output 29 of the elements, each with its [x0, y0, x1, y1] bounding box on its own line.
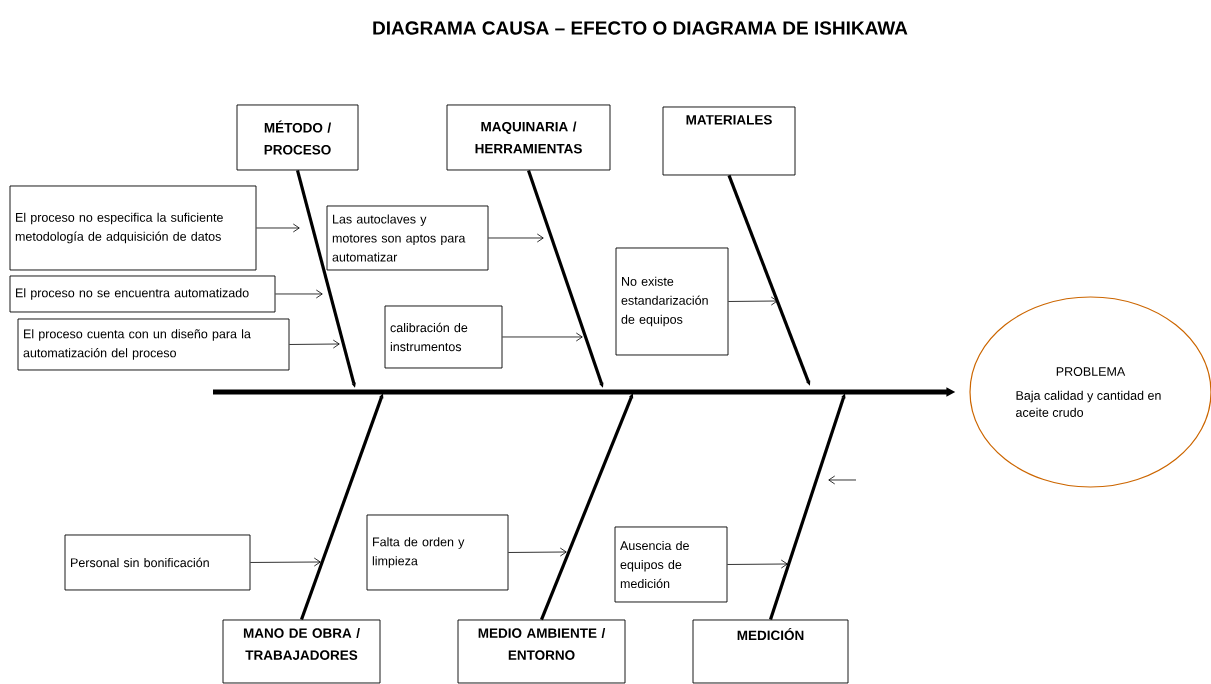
cause-arrow — [728, 296, 778, 306]
cause-arrow — [256, 223, 300, 233]
category-box: MÉTODO / PROCESO — [236, 104, 359, 171]
cause-box: El proceso no se encuentra automatizado — [9, 275, 276, 313]
bone-arrow — [540, 393, 634, 621]
cause-arrow — [502, 332, 583, 342]
category-box: MANO DE OBRA / TRABAJADORES — [222, 619, 381, 684]
bone-arrow — [727, 174, 811, 386]
cause-box: Ausencia de equipos de medición — [614, 526, 728, 603]
cause-box: calibración de instrumentos — [384, 305, 503, 369]
cause-box: El proceso no especifica la suficiente metodología de adquisición de datos — [9, 185, 257, 271]
cause-arrow — [289, 339, 340, 349]
cause-arrow — [275, 289, 323, 299]
category-box: MATERIALES — [662, 106, 796, 176]
cause-box: Falta de orden y limpieza — [366, 514, 509, 591]
bone-arrow — [300, 393, 384, 621]
cause-arrow — [250, 557, 321, 567]
cause-box: No existe estandarización de equipos — [615, 247, 729, 356]
cause-box: El proceso cuenta con un diseño para la automatización del proceso — [17, 318, 290, 371]
cause-arrow — [508, 547, 567, 557]
cause-box: Las autoclaves y motores son aptos para automatizar — [326, 205, 489, 271]
bone-arrow — [769, 393, 846, 621]
category-box: MAQUINARIA / HERRAMIENTAS — [446, 104, 611, 171]
cause-arrow — [488, 233, 544, 243]
category-box: MEDICIÓN — [692, 619, 849, 684]
cause-box: Personal sin bonificación — [64, 534, 251, 591]
category-box: MEDIO AMBIENTE / ENTORNO — [457, 619, 626, 684]
title: DIAGRAMA CAUSA – EFECTO O DIAGRAMA DE ISHIKAWA — [373, 21, 908, 35]
cause-arrow — [727, 559, 788, 569]
